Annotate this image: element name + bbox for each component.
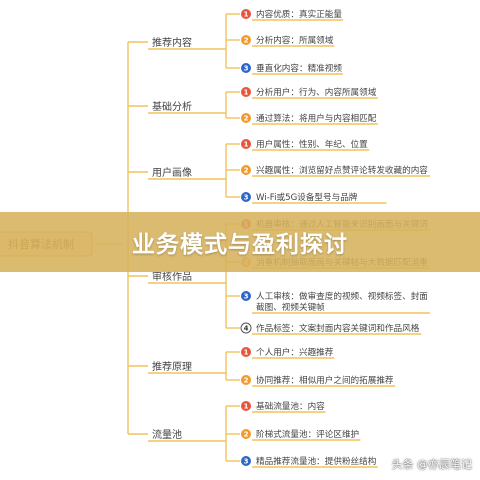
leaf-number-badge <box>241 87 251 97</box>
leaf-number-badge <box>241 9 251 19</box>
leaf-number-badge <box>241 35 251 45</box>
leaf-label: 阶梯式流量池：评论区维护 <box>256 428 359 440</box>
leaf-number: 3 <box>244 65 249 73</box>
leaf-number: 2 <box>244 115 249 123</box>
leaf-number: 3 <box>244 458 249 466</box>
leaf-label: 兴趣属性：浏览留好点赞评论转发收藏的内容 <box>256 164 428 176</box>
branch-node: 推荐原理 <box>152 360 192 373</box>
leaf-label: 内容优质：真实正能量 <box>256 8 342 20</box>
leaf-number-badge <box>241 165 251 175</box>
leaf-node: 4 作品标签：文案封面内容关键词和作品风格 <box>240 322 420 334</box>
leaf-number: 1 <box>244 141 249 149</box>
leaf-label: 基础流量池：内容 <box>256 400 325 412</box>
leaf-label: 通过算法：将用户与内容相匹配 <box>256 112 377 124</box>
leaf-number: 4 <box>244 325 249 333</box>
leaf-number-badge <box>241 429 251 439</box>
leaf-node: 1 内容优质：真实正能量 <box>241 8 342 20</box>
branch-node: 流量池 <box>152 428 182 441</box>
leaf-label: 个人用户：兴趣推荐 <box>256 346 334 358</box>
leaf-number: 1 <box>244 89 249 97</box>
banner-title: 业务模式与盈利探讨 <box>132 232 348 258</box>
branch-node: 基础分析 <box>152 100 192 113</box>
leaf-number: 2 <box>244 377 249 385</box>
leaf-number: 1 <box>244 403 249 411</box>
leaf-node: 1 分析用户：行为、内容所属领域 <box>241 86 377 98</box>
leaf-label: 垂直化内容：精准视频 <box>256 62 342 74</box>
leaf-label: 精品推荐流量池：提供粉丝结构 <box>256 455 377 467</box>
leaf-number-badge <box>241 139 251 149</box>
leaf-label: 人工审核：做审查度的视频、视频标签、封面截图、视频关键帧 <box>256 290 428 313</box>
leaf-number: 2 <box>244 167 249 175</box>
leaf-node: 3 精品推荐流量池：提供粉丝结构 <box>241 455 377 467</box>
leaf-number: 2 <box>244 431 249 439</box>
branch-label: 推荐内容 <box>152 36 192 49</box>
leaf-node: 2 通过算法：将用户与内容相匹配 <box>241 112 377 124</box>
leaf-number-badge <box>241 347 251 357</box>
leaf-node: 3 人工审核：做审查度的视频、视频标签、封面截图、视频关键帧 <box>241 290 428 313</box>
branch-label: 用户画像 <box>152 166 192 179</box>
leaf-number-badge <box>241 63 251 73</box>
leaf-label: 用户属性：性别、年纪、位置 <box>256 138 368 150</box>
leaf-number: 2 <box>244 37 249 45</box>
branch-node: 审核作品 <box>152 270 192 283</box>
leaf-number-badge <box>240 322 252 334</box>
branch-label: 流量池 <box>152 428 182 441</box>
branch-label: 审核作品 <box>152 270 192 283</box>
leaf-node: 2 兴趣属性：浏览留好点赞评论转发收藏的内容 <box>241 164 428 176</box>
leaf-label: 作品标签：文案封面内容关键词和作品风格 <box>256 322 420 334</box>
leaf-node: 3 Wi-Fi或5G设备型号与品牌 <box>241 191 358 203</box>
branch-node: 推荐内容 <box>152 36 192 49</box>
leaf-label: 协同推荐：相似用户之间的拓展推荐 <box>256 374 394 386</box>
leaf-number-badge <box>241 291 251 301</box>
leaf-number: 1 <box>244 349 249 357</box>
leaf-node: 2 阶梯式流量池：评论区维护 <box>241 428 359 440</box>
leaf-number-badge <box>241 456 251 466</box>
leaf-number-badge <box>241 192 251 202</box>
leaf-node: 1 个人用户：兴趣推荐 <box>241 346 334 358</box>
leaf-node: 1 基础流量池：内容 <box>241 400 325 412</box>
leaf-number: 3 <box>244 194 249 202</box>
leaf-node: 2 分析内容：所属领域 <box>241 34 334 46</box>
leaf-node: 1 用户属性：性别、年纪、位置 <box>241 138 368 150</box>
branch-label: 推荐原理 <box>152 360 192 373</box>
branch-node: 用户画像 <box>152 166 192 179</box>
leaf-number: 3 <box>244 293 249 301</box>
branch-label: 基础分析 <box>152 100 192 113</box>
title-banner: 业务模式与盈利探讨 <box>0 212 480 272</box>
leaf-number-badge <box>241 401 251 411</box>
leaf-label: Wi-Fi或5G设备型号与品牌 <box>256 191 358 203</box>
leaf-label: 分析用户：行为、内容所属领域 <box>256 86 377 98</box>
leaf-number-badge <box>241 113 251 123</box>
watermark-text: 头条 @亦辰笔记 <box>391 458 473 471</box>
leaf-node: 2 协同推荐：相似用户之间的拓展推荐 <box>241 374 394 386</box>
leaf-number: 1 <box>244 11 249 19</box>
leaf-number-badge <box>241 375 251 385</box>
leaf-node: 3 垂直化内容：精准视频 <box>241 62 342 74</box>
leaf-label: 分析内容：所属领域 <box>256 34 334 46</box>
